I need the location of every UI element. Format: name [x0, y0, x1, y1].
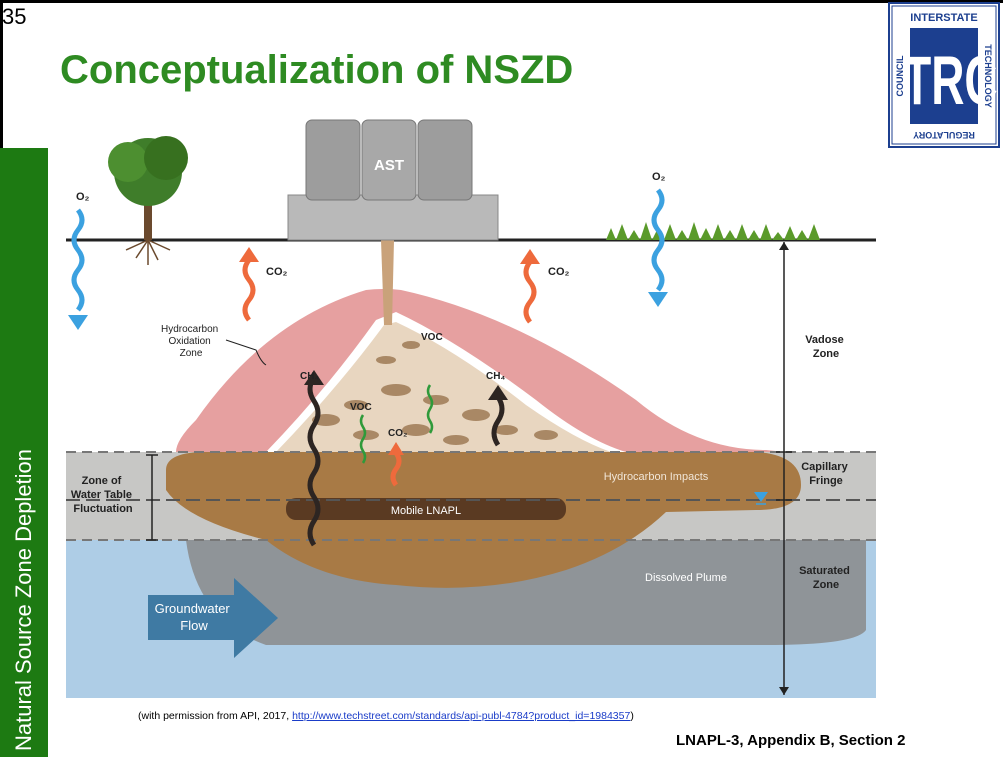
voc-upper-label: VOC: [421, 332, 443, 343]
ch4-left-label: CH₄: [300, 371, 319, 382]
co2-left-label: CO₂: [266, 266, 288, 278]
slide-number: 35: [2, 4, 27, 29]
co2-center-label: CO₂: [388, 428, 407, 439]
co2-right-label: CO₂: [548, 266, 570, 278]
ch4-arrow-left: [304, 370, 324, 547]
release-path: [381, 240, 394, 325]
co2-arrow-left: [239, 247, 259, 322]
groundwater-flow-arrow: Groundwater Flow: [148, 578, 278, 658]
o2-left-label: O₂: [76, 191, 90, 203]
voc-upper-arrow: [426, 384, 434, 434]
logo-top-text: INTERSTATE: [910, 12, 977, 24]
tank-label: AST: [374, 157, 404, 174]
itrc-logo: INTERSTATE ITRC COUNCIL TECHNOLOGY REGUL…: [888, 2, 1000, 148]
capillary-fringe-label: Capillary Fringe: [801, 461, 851, 487]
ch4-arrow-right: [488, 385, 508, 447]
water-table-zone-label: Zone of Water Table Fluctuation: [71, 475, 135, 515]
credit-link[interactable]: http://www.techstreet.com/standards/api-…: [292, 710, 631, 722]
vadose-zone-label: Vadose Zone: [805, 334, 847, 360]
logo-left-text: COUNCIL: [895, 55, 905, 96]
logo-main-text: ITRC: [890, 43, 997, 119]
saturated-zone-label: Saturated Zone: [799, 565, 853, 591]
co2-arrow-center: [388, 442, 404, 487]
logo-right-text: TECHNOLOGY: [983, 44, 993, 108]
logo-bottom-text: REGULATORY: [913, 130, 975, 140]
image-credit: (with permission from API, 2017, http://…: [138, 710, 634, 722]
voc-lower-label: VOC: [350, 402, 372, 413]
sidebar-label: Natural Source Zone Depletion: [11, 448, 36, 752]
tree-illustration: [108, 136, 188, 265]
mobile-lnapl-bar: [286, 498, 566, 520]
source-zone: [276, 322, 611, 452]
ast-tanks: AST: [287, 119, 499, 241]
svg-text:Groundwater Flow: Groundwater Flow: [155, 601, 234, 633]
grass: [606, 222, 820, 240]
reference-footer: LNAPL-3, Appendix B, Section 2: [676, 732, 906, 749]
mobile-lnapl-label: Mobile LNAPL: [391, 505, 461, 517]
nszd-diagram: AST O₂ O₂ CO₂ CO₂ CO₂ VOC VOC CH₄ CH₄: [66, 119, 876, 698]
dissolved-plume-label: Dissolved Plume: [645, 572, 727, 584]
sidebar-band: Natural Source Zone Depletion: [0, 148, 48, 757]
soil-pebbles: [312, 341, 558, 445]
o2-arrow-right: [648, 188, 668, 307]
slide-title: Conceptualization of NSZD: [60, 48, 574, 92]
water-table-icon: [754, 492, 768, 502]
hydrocarbon-impacts-label: Hydrocarbon Impacts: [604, 471, 709, 483]
o2-arrow-left: [68, 208, 88, 330]
voc-lower-arrow: [359, 414, 367, 464]
o2-right-label: O₂: [652, 171, 666, 183]
oxidation-zone-label: Hydrocarbon Oxidation Zone: [161, 324, 221, 359]
top-rule: [0, 0, 1003, 3]
co2-arrow-right: [520, 249, 540, 324]
ch4-right-label: CH₄: [486, 371, 505, 382]
